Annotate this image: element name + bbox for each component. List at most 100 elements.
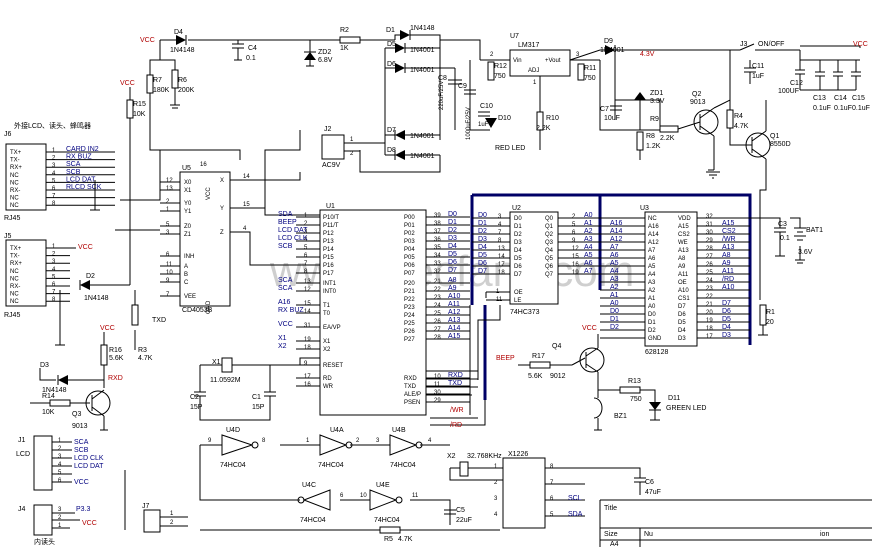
j6-pin-name: RX+ [10, 165, 22, 171]
j5-pin-num: 5 [52, 274, 56, 280]
j6-pin-num: 1 [52, 148, 56, 154]
u1-pin-net: TXD [448, 380, 462, 387]
u1-pin-num: 3 [304, 229, 308, 235]
u1-pin-name: WR [323, 384, 334, 390]
u2-pin-net: D2 [478, 228, 487, 235]
c9-value: 1000uF/25V [466, 107, 472, 140]
c4-value: 0.1 [246, 55, 256, 62]
r1-value: 20 [766, 319, 774, 326]
u3-pin-net: D4 [722, 324, 731, 331]
u3-pin-net: A16 [610, 220, 623, 227]
u4a-ref: U4A [330, 427, 344, 434]
j2-ref: J2 [324, 126, 332, 133]
u7-vout: +Vout [545, 58, 561, 64]
r8-value: 1.2K [646, 143, 661, 150]
u3-pin-net: /WR [722, 236, 736, 243]
u5-pin-num: 3 [166, 230, 170, 236]
u2-pin-net: D4 [478, 244, 487, 251]
r11-ref: R11 [584, 65, 596, 72]
u1-pin-name: P07 [404, 271, 415, 277]
d3-ref: D3 [40, 362, 49, 369]
svg-text:1: 1 [58, 523, 62, 529]
j1-pin-net: VCC [74, 479, 89, 486]
u3-pin-name: D3 [678, 336, 686, 342]
vcc-label-j3: VCC [853, 41, 868, 48]
j4-reader-connector: J4 内读头 321 P3.3 VCC [18, 504, 97, 546]
u1-pin-num: 10 [434, 374, 441, 380]
u1-pin-num: 9 [304, 361, 308, 367]
u5-pin-num: 12 [166, 178, 173, 184]
r12-ref: R12 [494, 63, 507, 70]
u5-pin-name: Y1 [184, 209, 192, 215]
j5-body [5, 239, 47, 307]
c11-ref: C11 [752, 63, 764, 70]
j1-pin-net: SCA [74, 439, 89, 446]
u3-pin-name: A1 [648, 296, 656, 302]
u1-pin-num: 26 [434, 319, 441, 325]
j6-value: RJ45 [4, 215, 20, 222]
u1-pin-num: 19 [304, 337, 311, 343]
u3-pin-net: A8 [722, 252, 731, 259]
x1-crystal [221, 357, 233, 373]
u1-pin-num: 37 [434, 229, 441, 235]
d8-ref: D8 [387, 147, 396, 154]
r13-value: 750 [630, 396, 642, 403]
u7-vin: Vin [513, 58, 522, 64]
u1-pin-num: 27 [434, 327, 441, 333]
c15-ref: C15 [852, 95, 865, 102]
r3-ref: R3 [138, 347, 147, 354]
u1-pin-num: 32 [434, 269, 441, 275]
d5-ref: D5 [387, 41, 396, 48]
u5-pin-num: 13 [166, 186, 173, 192]
c3-value: 0.1 [780, 235, 790, 242]
u3-pin-name: A14 [648, 232, 659, 238]
u2-pin-name: Q5 [545, 256, 554, 262]
u1-pin-net: X2 [278, 343, 287, 350]
u1-pin-net: A15 [448, 333, 461, 340]
scl-label-rtc: SCL [568, 495, 582, 502]
r17-resistor [529, 361, 551, 369]
c8-ref: C8 [438, 75, 447, 82]
u3-pin-name: CS1 [678, 296, 690, 302]
u2-le: LE [514, 298, 521, 304]
u1-pin-net: D3 [448, 235, 457, 242]
u1-pin-num: 12 [304, 287, 311, 293]
u3-pin-name: D2 [648, 328, 656, 334]
u1-pin-net: D7 [448, 267, 457, 274]
u3-ref: U3 [640, 205, 649, 212]
j5-pin-name: TX- [10, 254, 20, 260]
j1-ref: J1 [18, 437, 26, 444]
u5-pin-num: 16 [200, 162, 207, 168]
vcc-label-j5: VCC [78, 244, 93, 251]
u1-pin-name: PSEN [404, 400, 420, 406]
svg-text:4: 4 [243, 226, 247, 232]
u3-pin-num: 21 [706, 302, 713, 308]
svg-text:14: 14 [243, 174, 250, 180]
j5-pin-num: 4 [52, 267, 56, 273]
x1226-pin-num: 5 [550, 512, 554, 518]
c10-ref: C10 [480, 103, 493, 110]
vcc-label-d4: VCC [140, 37, 155, 44]
x2-value: 32.768KHz [467, 453, 502, 460]
j5-pin-name: RX- [10, 284, 20, 290]
q2-value: 9013 [690, 99, 706, 106]
u2-pin-name: D1 [514, 224, 522, 230]
u1-pin-net: A11 [448, 301, 460, 308]
u4e-ref: U4E [376, 482, 390, 489]
u3-pin-net: D1 [610, 316, 619, 323]
u2-pin-net: A4 [584, 244, 593, 251]
u4d-inverter [221, 434, 254, 456]
svg-text:11: 11 [412, 493, 419, 499]
d1-value: 1N4148 [410, 25, 435, 32]
u4c-inverter [302, 489, 331, 511]
j6-body [5, 143, 47, 211]
u1-pin-name: P20 [404, 281, 415, 287]
c5-value: 22uF [456, 517, 472, 524]
j1-pin-net: LCD CLK [74, 455, 104, 462]
u5-pin-name: VEE [184, 294, 196, 300]
svg-text:2: 2 [170, 520, 174, 526]
u3-pin-num: 31 [706, 222, 713, 228]
